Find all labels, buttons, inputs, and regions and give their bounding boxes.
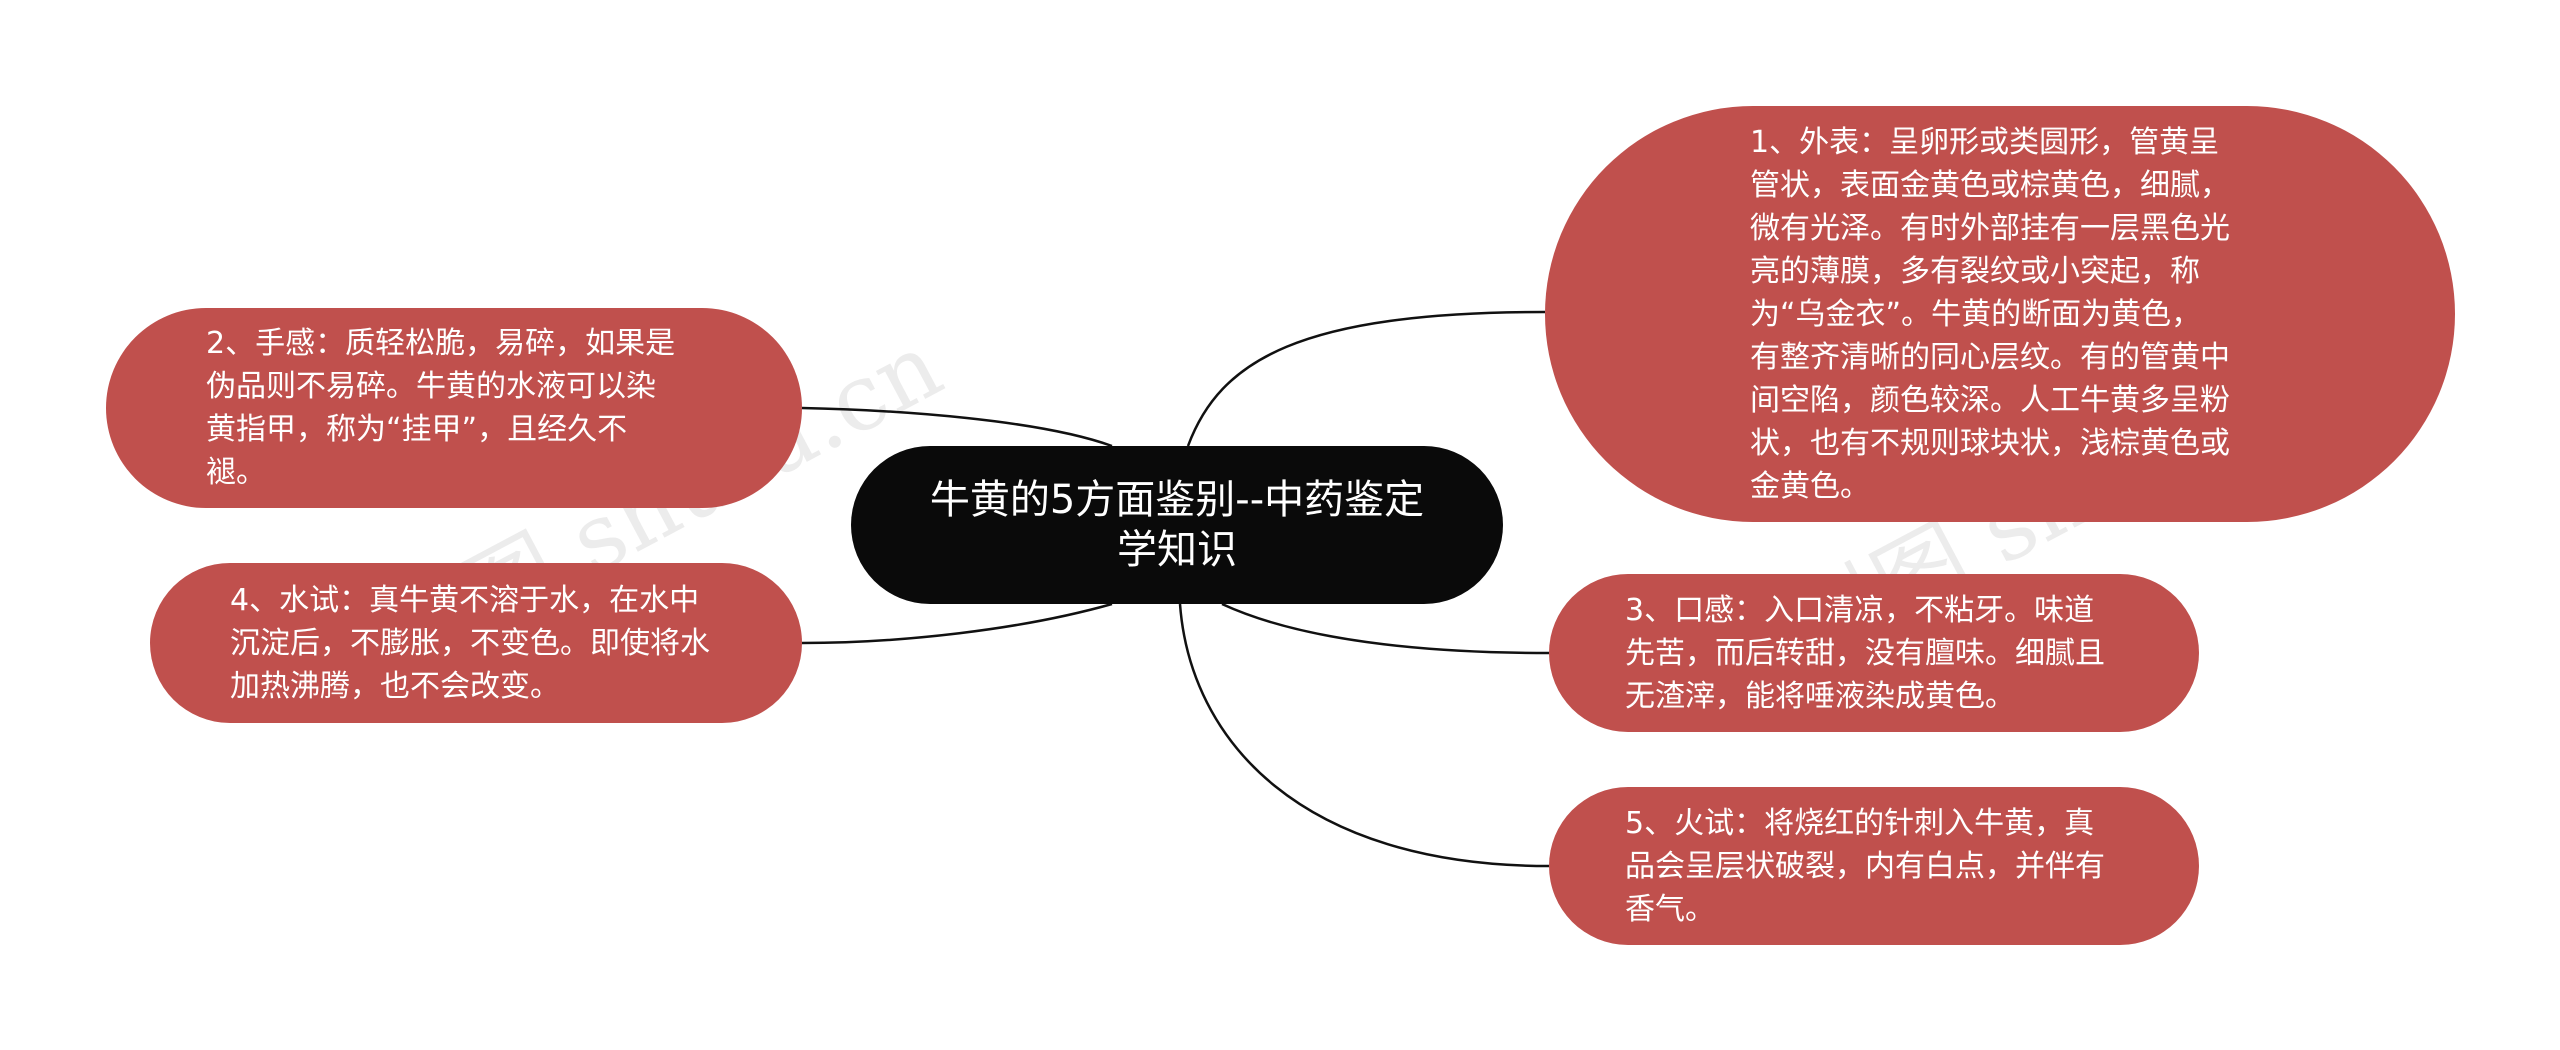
topic-node-touch[interactable]: 2、手感：质轻松脆，易碎，如果是伪品则不易碎。牛黄的水液可以染黄指甲，称为“挂甲… — [106, 308, 802, 508]
topic-node-text: 1、外表：呈卵形或类圆形，管黄呈管状，表面金黄色或棕黄色，细腻，微有光泽。有时外… — [1750, 124, 2230, 504]
connector-root-to-node-1 — [1186, 310, 1546, 447]
connector-root-to-node-2 — [801, 406, 1113, 448]
topic-node-taste[interactable]: 3、口感：入口清凉，不粘牙。味道先苦，而后转甜，没有膻味。细腻且无渣滓，能将唾液… — [1549, 574, 2199, 732]
connector-root-to-node-5 — [1178, 603, 1550, 868]
topic-node-text: 4、水试：真牛黄不溶于水，在水中沉淀后，不膨胀，不变色。即使将水加热沸腾，也不会… — [230, 582, 710, 704]
topic-node-fire-test[interactable]: 5、火试：将烧红的针刺入牛黄，真品会呈层状破裂，内有白点，并伴有香气。 — [1549, 787, 2199, 945]
connector-root-to-node-3 — [1221, 602, 1550, 655]
root-topic-label: 牛黄的5方面鉴别--中药鉴定学知识 — [929, 477, 1425, 573]
topic-node-text: 3、口感：入口清凉，不粘牙。味道先苦，而后转甜，没有膻味。细腻且无渣滓，能将唾液… — [1625, 592, 2105, 714]
topic-node-text: 2、手感：质轻松脆，易碎，如果是伪品则不易碎。牛黄的水液可以染黄指甲，称为“挂甲… — [206, 326, 676, 490]
topic-node-water-test[interactable]: 4、水试：真牛黄不溶于水，在水中沉淀后，不膨胀，不变色。即使将水加热沸腾，也不会… — [150, 563, 802, 723]
topic-node-appearance[interactable]: 1、外表：呈卵形或类圆形，管黄呈管状，表面金黄色或棕黄色，细腻，微有光泽。有时外… — [1545, 106, 2455, 522]
root-topic[interactable]: 牛黄的5方面鉴别--中药鉴定学知识 — [851, 446, 1503, 604]
topic-node-text: 5、火试：将烧红的针刺入牛黄，真品会呈层状破裂，内有白点，并伴有香气。 — [1625, 805, 2105, 927]
connector-root-to-node-4 — [801, 602, 1113, 645]
